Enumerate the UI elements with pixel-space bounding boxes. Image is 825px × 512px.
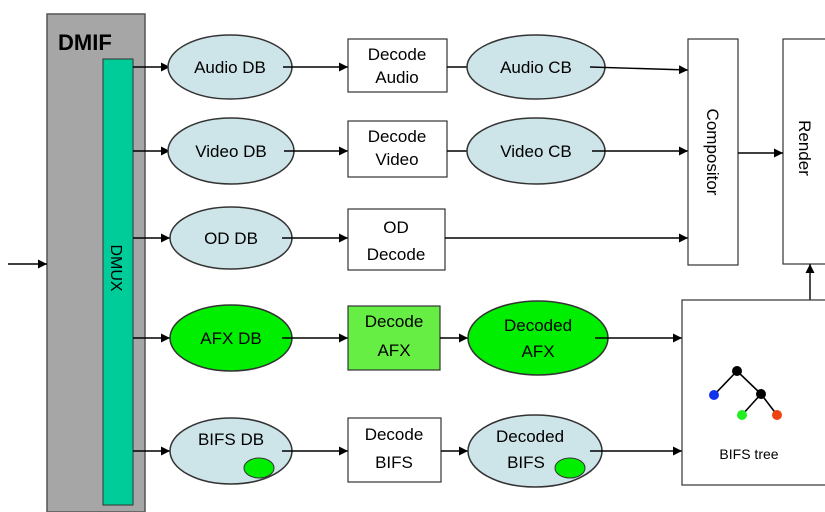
decode-video-label-line2: Video [375,150,418,169]
decoded-bifs-label-line2: BIFS [507,453,545,472]
afx-db-label: AFX DB [200,329,261,348]
bifs-db-green-dot [243,457,275,479]
od-decode-label-line1: OD [383,218,409,237]
bifs-db-buffer [169,417,293,485]
video-db-label: Video DB [195,142,267,161]
decode-audio-label-line2: Audio [375,68,418,87]
decode-afx-label-line1: Decode [365,312,424,331]
decode-audio-box [347,38,448,93]
bifs-tree-graphic [709,366,782,420]
decode-video-label-line1: Decode [368,127,427,146]
decode-afx-box [347,305,441,371]
render-label: Render [795,120,814,176]
decode-bifs-box [347,417,442,483]
audio-db-label: Audio DB [194,58,266,77]
decoded-bifs-green-dot [554,457,586,479]
decoded-bifs-buffer [467,414,603,488]
tree-green-node [737,410,747,420]
od-decode-box [347,208,446,271]
decode-audio-label-line1: Decode [368,45,427,64]
decode-afx-label-line2: AFX [377,341,410,360]
tree-root-node [732,366,742,376]
tree-blue-node [709,390,719,400]
audio-cb-label: Audio CB [500,58,572,77]
dmux-label: DMUX [107,244,124,291]
decoded-bifs-label-line1: Decoded [496,427,564,446]
bifs-tree-box [681,299,825,486]
compositor-label: Compositor [703,109,722,196]
decode-video-box [347,120,448,178]
dmif-title: DMIF [58,30,112,55]
decode-bifs-label-line1: Decode [365,425,424,444]
tree-red-node [772,410,782,420]
bifs-tree-label: BIFS tree [719,446,778,462]
arrow-audio-cb-to-compositor [589,65,689,75]
decoded-afx-buffer [467,300,609,376]
decoded-afx-label-line2: AFX [521,342,554,361]
dmux-bar [102,58,134,506]
video-cb-label: Video CB [500,142,572,161]
decode-bifs-label-line2: BIFS [375,453,413,472]
od-db-label: OD DB [204,229,258,248]
compositor-box [687,38,739,266]
decoded-afx-label-line1: Decoded [504,316,572,335]
tree-inner-node [756,389,766,399]
od-decode-label-line2: Decode [367,245,426,264]
render-box [782,38,825,265]
bifs-db-label: BIFS DB [198,430,264,449]
